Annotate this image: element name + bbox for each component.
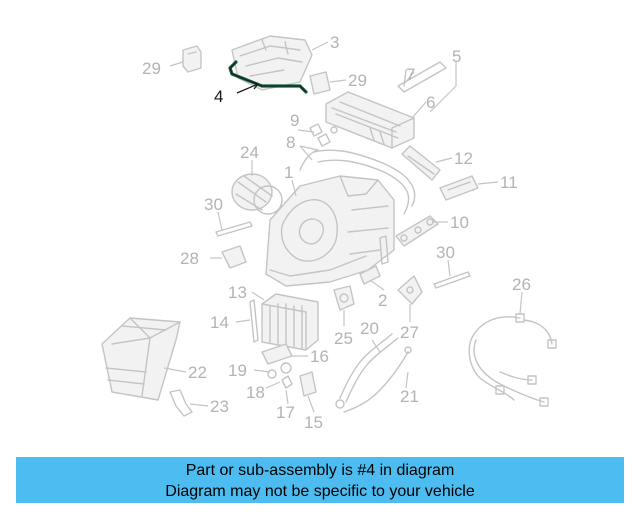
parts-diagram: 29 3 4 29 5 7 6 9 8 24 1 12 11 30 10 28 …: [101, 33, 557, 432]
leader-4-arrow: [236, 81, 259, 94]
callout-20: 20: [360, 319, 379, 338]
callout-30-left: 30: [204, 195, 223, 214]
banner-line-part: Part or sub-assembly is #4 in diagram: [185, 462, 455, 479]
callout-9: 9: [290, 111, 299, 130]
part-8-tubes: [299, 149, 416, 215]
part-11-panel: [439, 175, 479, 201]
callout-19: 19: [228, 361, 247, 380]
banner-line-disclaimer: Diagram may not be specific to your vehi…: [165, 483, 475, 500]
part-26-wire-harness: [468, 313, 557, 407]
callout-29-top: 29: [142, 59, 161, 78]
part-24-blower-motor: [231, 173, 283, 215]
callout-6: 6: [426, 93, 435, 112]
part-28-actuator: [221, 245, 247, 269]
part-1-main-housing: [265, 175, 395, 287]
callout-labels: 29 3 4 29 5 7 6 9 8 24 1 12 11 30 10 28 …: [142, 33, 531, 432]
callout-12: 12: [454, 149, 473, 168]
part-20-21-hoses: [335, 333, 412, 413]
callout-18: 18: [246, 383, 265, 402]
callout-24: 24: [240, 143, 259, 162]
part-25-actuator: [333, 285, 355, 311]
leader-lines: [163, 41, 523, 413]
part-29-second-bracket: [309, 71, 331, 95]
callout-4: 4: [214, 87, 223, 106]
part-6-evaporator-core: [325, 91, 415, 149]
part-4-highlighted-tube: [228, 60, 308, 94]
callout-28: 28: [180, 249, 199, 268]
part-30-left-strip: [215, 221, 253, 237]
part-12-filter: [401, 145, 441, 181]
part-27-bracket: [397, 275, 423, 305]
callout-5: 5: [452, 47, 461, 66]
callout-10: 10: [450, 213, 469, 232]
callout-21: 21: [400, 387, 419, 406]
callout-29-right: 29: [348, 71, 367, 90]
part-10-flap: [395, 215, 439, 247]
part-15-sensor: [299, 371, 317, 397]
callout-23: 23: [210, 397, 229, 416]
callout-3: 3: [330, 33, 339, 52]
callout-15: 15: [304, 413, 323, 432]
part-23-bracket: [169, 389, 193, 417]
info-banner: Part or sub-assembly is #4 in diagram Di…: [16, 457, 624, 503]
part-2-sensor: [359, 235, 389, 285]
callout-14: 14: [210, 313, 229, 332]
callout-11: 11: [500, 173, 518, 192]
part-16-pipes: [261, 343, 293, 389]
callout-16: 16: [310, 347, 329, 366]
part-13-heater-core: [261, 293, 319, 351]
callout-30-right: 30: [436, 243, 455, 262]
callout-17: 17: [276, 403, 295, 422]
callout-2: 2: [378, 291, 387, 310]
callout-26: 26: [512, 275, 531, 294]
part-30-right-strip: [433, 271, 471, 289]
callout-1: 1: [284, 163, 293, 182]
part-22-case: [101, 317, 181, 401]
callout-25: 25: [334, 329, 353, 348]
callout-27: 27: [400, 323, 419, 342]
callout-22: 22: [188, 363, 207, 382]
part-9-fittings: [309, 123, 338, 147]
part-14-seal: [249, 299, 259, 343]
callout-13: 13: [228, 283, 247, 302]
callout-7: 7: [406, 65, 415, 84]
part-3-upper-housing: [231, 35, 313, 91]
part-29-bracket: [182, 45, 202, 73]
callout-8: 8: [286, 133, 295, 152]
